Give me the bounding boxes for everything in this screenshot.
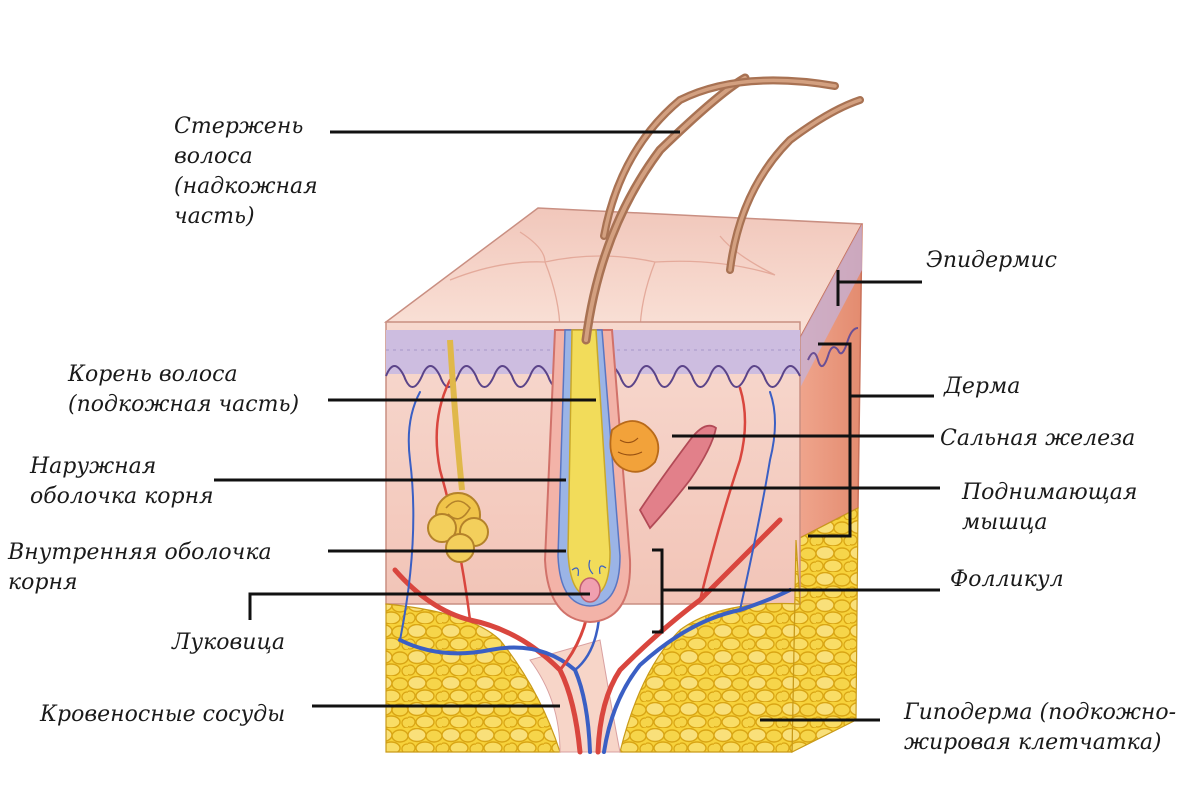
- label-arrector-muscle: Поднимающая мышца: [962, 478, 1137, 538]
- label-sebaceous-gland: Сальная железа: [940, 424, 1135, 454]
- label-blood-vessels: Кровеносные сосуды: [40, 700, 285, 730]
- label-bulb: Луковица: [172, 628, 285, 658]
- block-side-face: [791, 223, 863, 753]
- label-dermis-line-1: Дерма: [944, 374, 1021, 399]
- bracket-dermis: [808, 342, 852, 538]
- label-follicle-line-1: Фолликул: [950, 567, 1064, 592]
- label-hair-root-line-1: Корень волоса: [68, 362, 238, 387]
- label-arrector-muscle-line-1: Поднимающая: [962, 480, 1138, 505]
- label-outer-root-sheath-line-1: Наружная: [30, 454, 157, 479]
- label-epidermis: Эпидермис: [926, 246, 1057, 276]
- sebaceous-gland: [609, 420, 660, 473]
- label-sebaceous-gland-line-1: Сальная железа: [940, 426, 1136, 451]
- label-arrector-muscle-line-2: мышца: [962, 510, 1048, 535]
- label-outer-root-sheath: Наружная оболочка корня: [30, 452, 214, 512]
- label-hypodermis-line-2: жировая клетчатка): [904, 730, 1162, 755]
- label-blood-vessels-line-1: Кровеносные сосуды: [40, 702, 286, 727]
- label-hair-root: Корень волоса (подкожная часть): [68, 360, 299, 420]
- label-inner-root-sheath-line-2: корня: [8, 570, 78, 595]
- hair-shafts: [581, 73, 864, 345]
- label-dermis: Дерма: [944, 372, 1020, 402]
- label-bulb-line-1: Луковица: [172, 630, 285, 655]
- label-hair-shaft-line-2: волоса: [174, 144, 253, 169]
- label-hair-shaft-line-4: часть): [174, 204, 255, 229]
- label-hypodermis-line-1: Гиподерма (подкожно-: [904, 700, 1177, 725]
- arrector-pili-muscle: [638, 424, 717, 530]
- label-inner-root-sheath: Внутренняя оболочка корня: [8, 538, 272, 598]
- label-hair-shaft-line-3: (надкожная: [174, 174, 318, 199]
- label-outer-root-sheath-line-2: оболочка корня: [30, 484, 214, 509]
- label-hair-root-line-2: (подкожная часть): [68, 392, 300, 417]
- label-inner-root-sheath-line-1: Внутренняя оболочка: [8, 540, 272, 565]
- skin-surface: [383, 207, 864, 339]
- label-hair-shaft: Стержень волоса (надкожная часть): [174, 112, 318, 232]
- label-hypodermis: Гиподерма (подкожно- жировая клетчатка): [904, 698, 1176, 758]
- label-epidermis-line-1: Эпидермис: [926, 248, 1057, 273]
- label-follicle: Фолликул: [950, 565, 1064, 595]
- label-hair-shaft-line-1: Стержень: [174, 114, 304, 139]
- leader-bulb: [248, 592, 590, 620]
- sweat-gland: [427, 339, 489, 563]
- hypodermis-fat: [385, 539, 801, 753]
- leader-lines: [214, 130, 940, 722]
- blood-vessels: [392, 378, 792, 755]
